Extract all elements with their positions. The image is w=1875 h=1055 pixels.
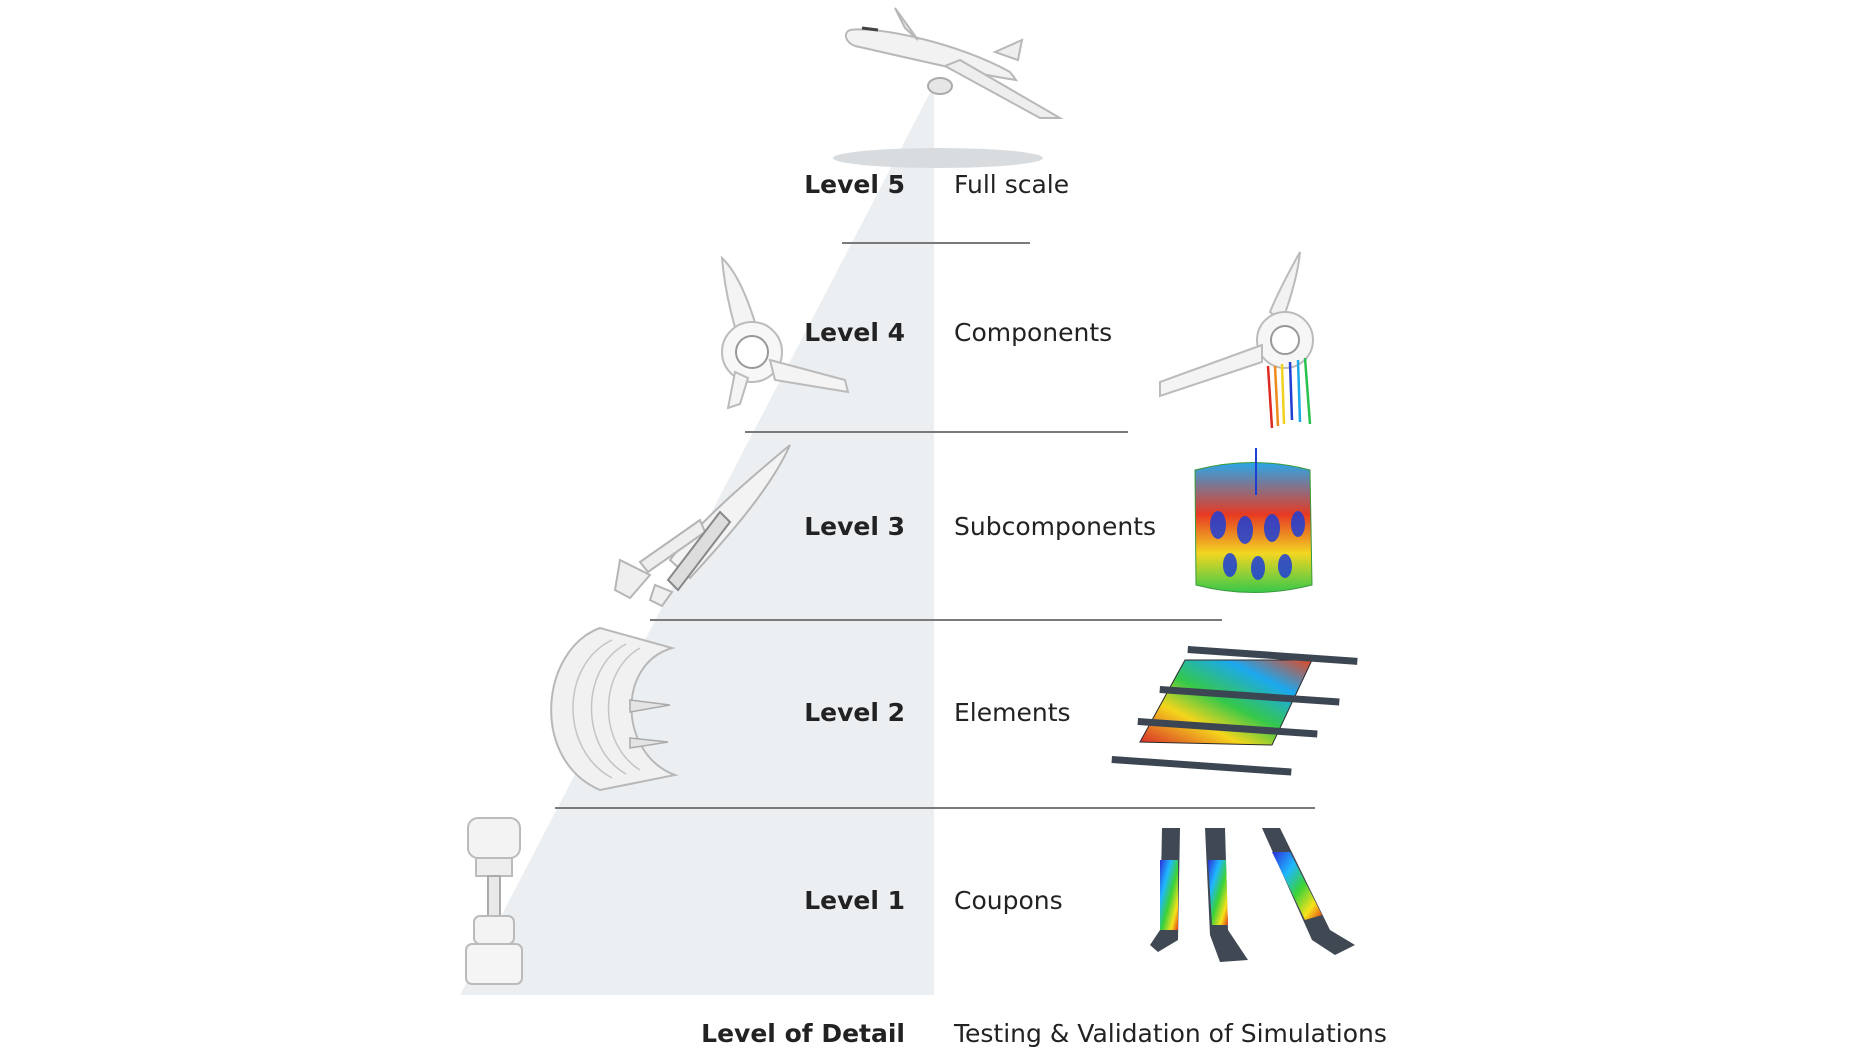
level-2-label: Level 2	[804, 698, 905, 727]
level-of-detail-label: Level of Detail	[701, 1019, 905, 1048]
level-3-label: Level 3	[804, 512, 905, 541]
stiffened-panel-simulation-icon	[1111, 645, 1358, 776]
testing-validation-label: Testing & Validation of Simulations	[954, 1019, 1387, 1048]
level-1-label: Level 1	[804, 886, 905, 915]
level-4-label: Level 4	[804, 318, 905, 347]
coupon-specimens-simulation-icon	[1150, 828, 1355, 962]
level-5-label: Level 5	[804, 170, 905, 199]
helicopter-tail-icon	[720, 255, 850, 410]
fuselage-section-icon	[550, 626, 679, 792]
level-4-name: Components	[954, 318, 1113, 347]
airplane-icon	[833, 7, 1064, 168]
helicopter-tail-simulation-icon	[1159, 251, 1314, 429]
level-5-name: Full scale	[954, 170, 1070, 199]
cylinder-buckling-simulation-icon	[1194, 448, 1313, 593]
test-fixture-icon	[465, 817, 523, 985]
rocket-icon	[613, 444, 791, 608]
level-1-name: Coupons	[954, 886, 1063, 915]
level-2-name: Elements	[954, 698, 1071, 727]
level-3-name: Subcomponents	[954, 512, 1157, 541]
